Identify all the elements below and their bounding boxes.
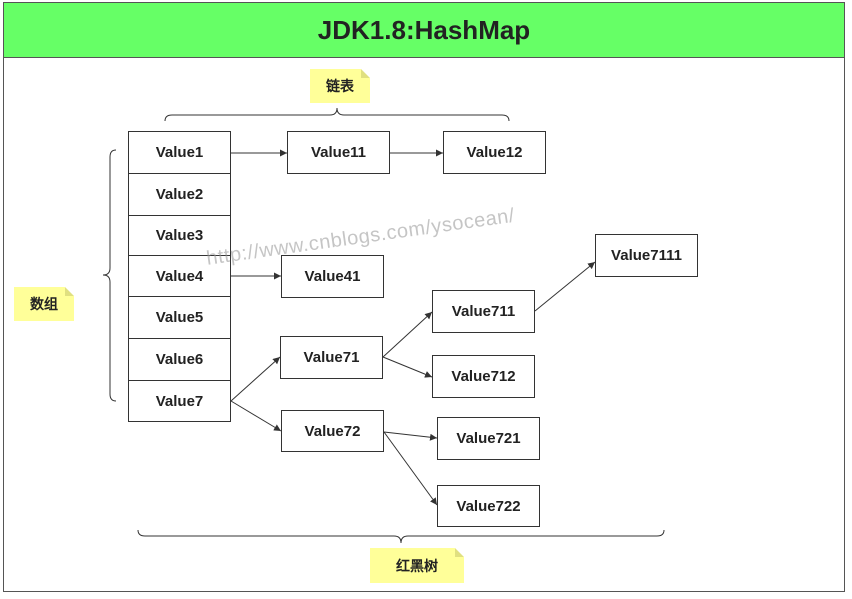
node-label: Value712	[451, 368, 516, 385]
arrow-value71-to-value712	[382, 356, 433, 378]
node-label: Value71	[303, 349, 360, 366]
arrow-value7-to-value71	[230, 356, 281, 402]
tree-node-value71: Value71	[280, 336, 383, 379]
node-label: Value7111	[611, 247, 682, 264]
node-label: Value12	[466, 144, 523, 161]
list-node-value11: Value11	[287, 131, 390, 174]
array-cell-label: Value4	[155, 267, 204, 285]
array-cell-label: Value1	[155, 144, 204, 161]
tree-node-value7111: Value7111	[595, 234, 698, 277]
arrow-value711-to-value7111	[534, 261, 596, 312]
diagram-title: JDK1.8:HashMap	[317, 14, 531, 45]
node-label: Value41	[304, 268, 361, 285]
array-label: 数组	[30, 296, 58, 312]
tree-node-value712: Value712	[432, 355, 535, 398]
tree-node-value72: Value72	[281, 410, 384, 452]
array-cell-value4: Value4	[128, 255, 231, 297]
array-cell-value6: Value6	[128, 338, 231, 381]
array-cell-value1: Value1	[128, 131, 231, 174]
linked-list-note: 链表	[310, 69, 370, 103]
node-label: Value722	[456, 497, 521, 515]
linked-list-label: 链表	[326, 78, 354, 94]
tree-node-value722: Value722	[437, 485, 540, 527]
arrow-value71-to-value711	[382, 311, 433, 358]
arrow-value7-to-value72	[230, 400, 282, 432]
node-label: Value721	[456, 430, 521, 447]
red-black-tree-note: 红黑树	[370, 548, 464, 583]
array-cell-label: Value7	[155, 392, 204, 410]
node-label: Value711	[451, 303, 516, 320]
node-label: Value72	[304, 422, 361, 440]
array-cell-value7: Value7	[128, 380, 231, 422]
array-cell-label: Value6	[155, 351, 204, 368]
array-cell-value5: Value5	[128, 296, 231, 339]
node-label: Value11	[310, 144, 367, 161]
red-black-tree-label: 红黑树	[396, 557, 438, 574]
arrow-value72-to-value722	[383, 431, 438, 506]
array-cell-label: Value2	[155, 186, 204, 203]
array-cell-label: Value5	[155, 309, 204, 326]
tree-node-value721: Value721	[437, 417, 540, 460]
title-bar: JDK1.8:HashMap	[3, 2, 845, 58]
array-cell-label: Value3	[155, 227, 204, 244]
list-node-value12: Value12	[443, 131, 546, 174]
red-black-tree-brace	[137, 529, 665, 544]
array-brace	[102, 149, 117, 402]
tree-node-value711: Value711	[432, 290, 535, 333]
array-cell-value3: Value3	[128, 215, 231, 256]
array-cell-value2: Value2	[128, 173, 231, 216]
linked-list-brace	[164, 107, 510, 122]
arrow-value72-to-value721	[383, 431, 438, 441]
array-note: 数组	[14, 287, 74, 321]
list-node-value41: Value41	[281, 255, 384, 298]
